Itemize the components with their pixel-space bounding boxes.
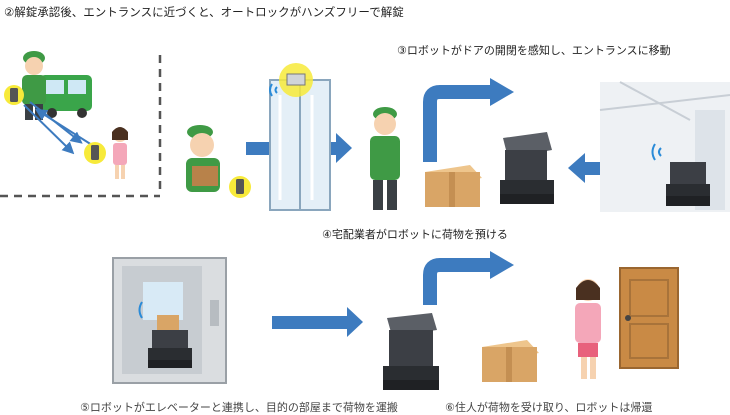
resident-1 (112, 127, 128, 179)
divider-dashed (0, 55, 162, 198)
truck (40, 75, 92, 118)
caption-step-6: ⑥住人が荷物を受け取り、ロボットは帰還 (445, 401, 653, 414)
delivery-worker-1 (22, 51, 46, 120)
curved-arrow (423, 251, 514, 305)
wifi-icon (138, 301, 143, 319)
signal-arrows (23, 101, 93, 155)
caption-step-4: ④宅配業者がロボットに荷物を預ける (322, 228, 508, 241)
wifi-icon (651, 143, 662, 161)
caption-step-2: ②解錠承認後、エントランスに近づくと、オートロックがハンズフリーで解錠 (4, 5, 404, 19)
delivery-robot-2 (666, 162, 710, 206)
caption-step-3: ③ロボットがドアの開閉を感知し、エントランスに移動 (397, 44, 671, 57)
curved-arrow (423, 78, 514, 162)
building-interior (599, 81, 730, 212)
parcel-box (425, 165, 482, 207)
delivery-robot-4 (383, 313, 439, 390)
phone-icon (4, 85, 24, 105)
parcel-box (482, 340, 539, 382)
apartment-door (619, 267, 679, 369)
delivery-robot-3 (148, 315, 192, 368)
caption-step-5: ⑤ロボットがエレベーターと連携し、目的の部屋まで荷物を運搬 (80, 401, 398, 414)
phone-icon (84, 142, 106, 164)
door-sensor (279, 63, 313, 97)
delivery-worker-3 (370, 107, 400, 210)
resident-2 (575, 279, 601, 379)
wifi-icon (269, 83, 278, 97)
delivery-robot-1 (500, 132, 554, 204)
delivery-worker-2 (186, 125, 220, 192)
phone-icon (229, 176, 251, 198)
arrow-right (272, 307, 363, 337)
entrance-door (269, 79, 331, 211)
